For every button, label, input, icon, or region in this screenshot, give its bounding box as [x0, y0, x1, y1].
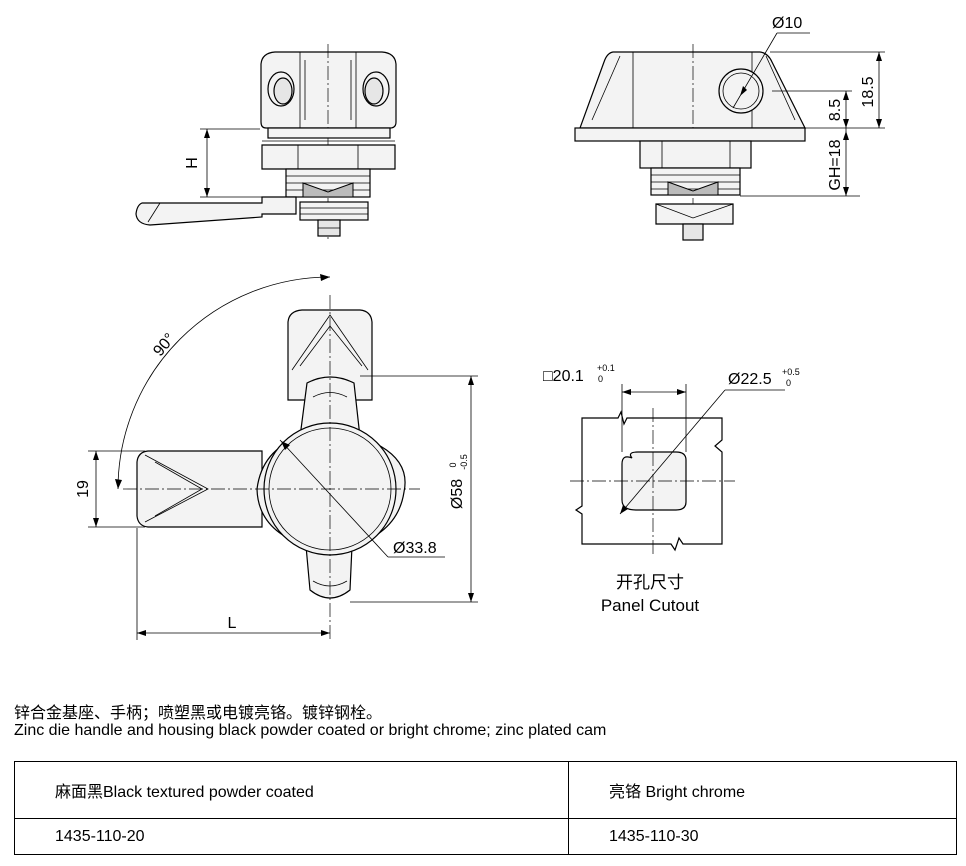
finish-part-number-table: 麻面黑Black textured powder coated 亮铬 Brigh…: [14, 761, 957, 855]
table-header-black: 麻面黑Black textured powder coated: [14, 761, 569, 819]
front-view: H: [135, 44, 397, 242]
dim-d10-label: Ø10: [772, 15, 802, 32]
part-number-chrome: 1435-110-30: [568, 818, 957, 855]
dim-gh-label: GH=18: [827, 139, 844, 190]
dim-l-label: L: [228, 615, 237, 632]
description-english: Zinc die handle and housing black powder…: [14, 722, 607, 739]
dim-square-label: □20.1: [543, 368, 584, 385]
dim-19-label: 19: [75, 480, 92, 498]
table-row: 1435-110-20 1435-110-30: [14, 818, 957, 855]
dim-h-label: H: [184, 157, 201, 169]
cutout-caption-en: Panel Cutout: [601, 596, 700, 615]
table-header-row: 麻面黑Black textured powder coated 亮铬 Brigh…: [14, 761, 957, 819]
table-header-chrome: 亮铬 Bright chrome: [568, 761, 957, 819]
dim-d22-5-tol-upper: +0.5: [782, 367, 800, 377]
technical-drawing: H Ø10: [75, 15, 885, 640]
dim-18-5-label: 18.5: [860, 76, 877, 107]
dim-d33-8-label: Ø33.8: [393, 540, 437, 557]
dim-d58-tol-lower: -0.5: [459, 454, 469, 470]
panel-cutout-view: □20.1 +0.1 0 Ø22.5 +0.5 0 开孔尺寸 Panel Cut…: [543, 363, 800, 615]
dim-square-tol-upper: +0.1: [597, 363, 615, 373]
dim-d22-5-label: Ø22.5: [728, 371, 772, 388]
cutout-caption-zh: 开孔尺寸: [616, 573, 684, 592]
dim-angle-label: 90°: [150, 330, 179, 359]
dim-square-tol-lower: 0: [598, 374, 603, 384]
dim-d22-5-tol-lower: 0: [786, 378, 791, 388]
side-view: Ø10 18.5 8.5 GH=18: [574, 15, 885, 242]
dim-8-5-label: 8.5: [827, 99, 844, 121]
dim-d58-label: Ø58: [449, 479, 466, 509]
top-view: Ø33.8 Ø58 0 -0.5 19 L 90°: [75, 274, 478, 640]
dim-d58-tol-upper: 0: [448, 462, 458, 467]
description-chinese: 锌合金基座、手柄；喷塑黑或电镀亮铬。镀锌钢栓。: [14, 705, 383, 722]
part-number-black: 1435-110-20: [14, 818, 569, 855]
